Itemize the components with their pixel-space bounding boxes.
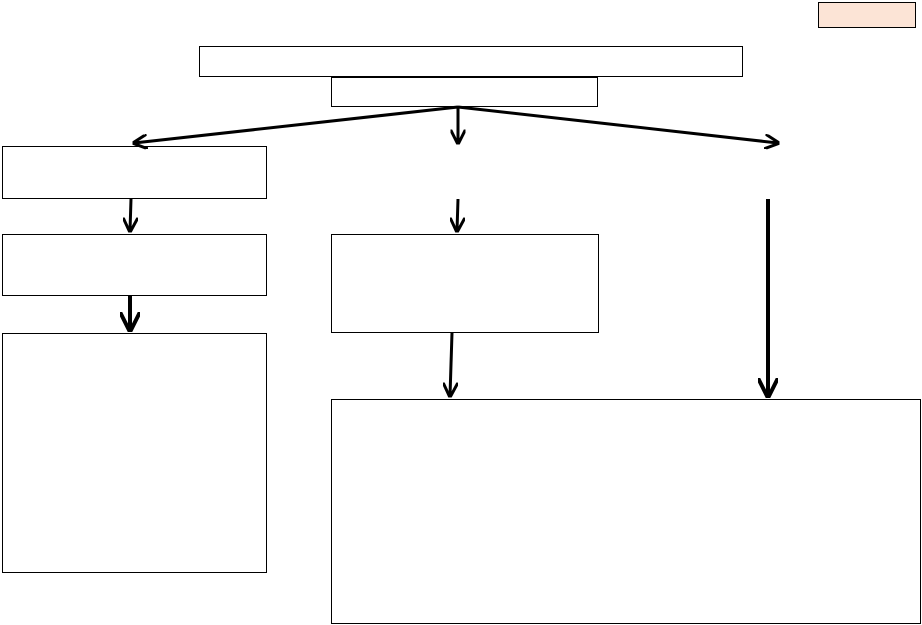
middle-box-1 <box>331 234 599 333</box>
left-box-1 <box>2 146 267 199</box>
title-box <box>199 46 743 77</box>
arrow-branch-left <box>134 105 459 143</box>
bottom-box <box>331 399 921 624</box>
left-box-3 <box>2 333 267 573</box>
subtitle-box <box>331 77 598 107</box>
corner-tag <box>818 2 916 28</box>
arrow-middle-to-box <box>457 198 458 231</box>
arrow-branch-right <box>457 105 778 143</box>
arrow-left-1-to-2 <box>130 198 131 231</box>
left-box-2 <box>2 234 267 296</box>
arrow-middle-to-bottom <box>450 332 452 396</box>
